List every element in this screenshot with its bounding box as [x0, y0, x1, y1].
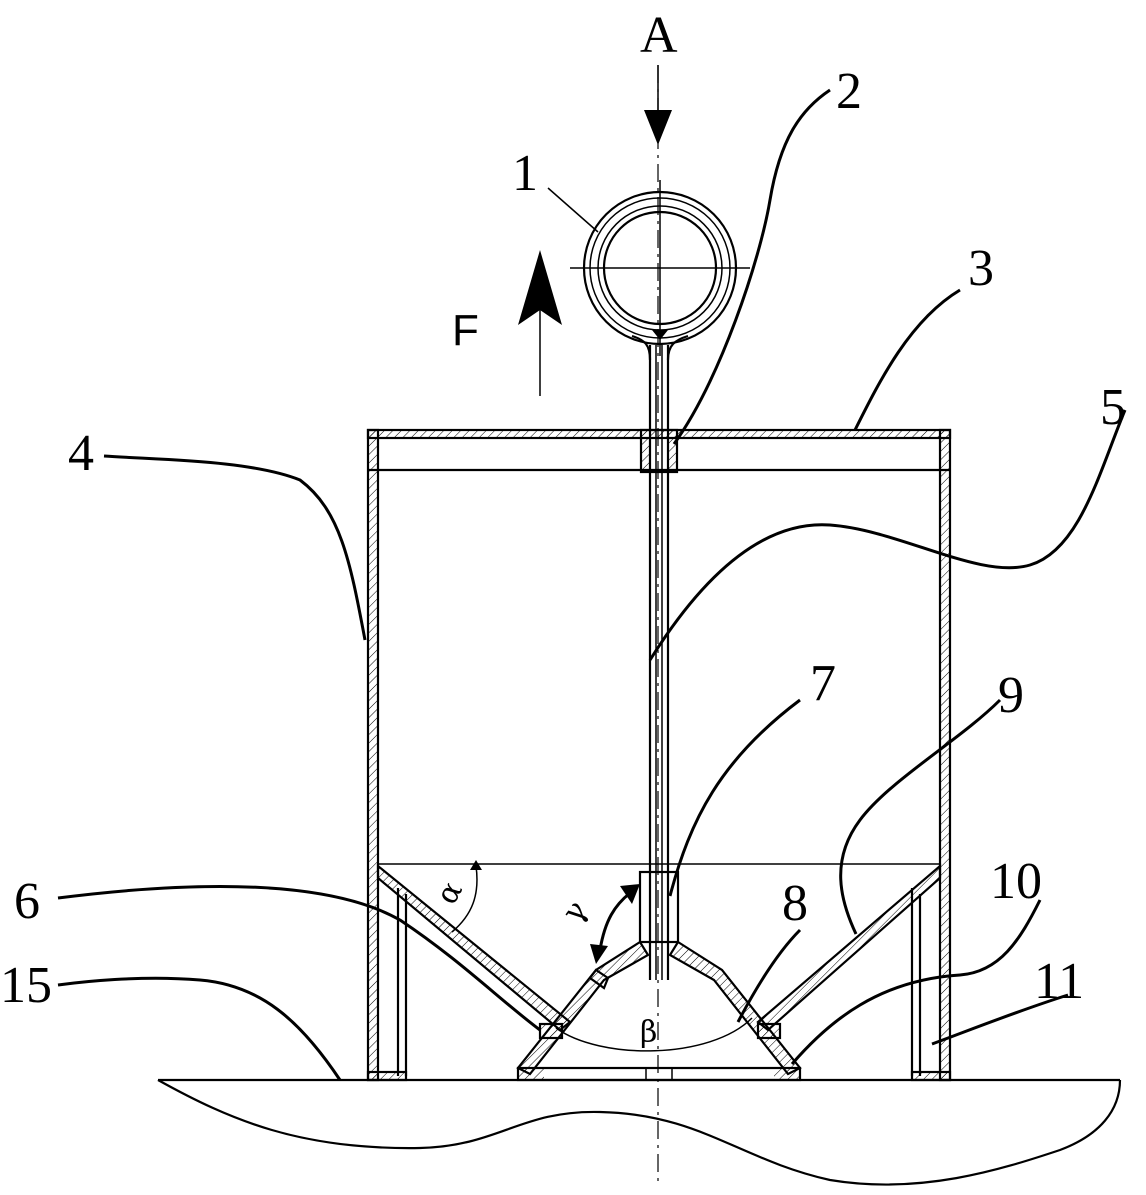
alpha-arrow — [470, 860, 482, 870]
label-part-4: 4 — [68, 425, 94, 482]
beta-arc — [555, 1017, 753, 1052]
label-part-11: 11 — [1034, 953, 1084, 1010]
label-part-6: 6 — [14, 873, 40, 930]
label-part-9: 9 — [998, 667, 1024, 724]
view-label-a: A — [640, 7, 678, 64]
label-part-2: 2 — [836, 63, 862, 120]
lifting-ring — [570, 180, 750, 356]
force-label: F — [452, 306, 479, 355]
label-part-7: 7 — [810, 655, 836, 712]
label-part-1: 1 — [512, 145, 538, 202]
angle-gamma-label: γ — [556, 894, 595, 929]
angle-beta-label: β — [640, 1015, 657, 1050]
label-part-8: 8 — [782, 875, 808, 932]
cylinder-top — [366, 428, 952, 474]
label-part-15: 15 — [0, 957, 52, 1014]
alpha-arc — [451, 865, 478, 933]
cone-valve — [516, 870, 802, 1082]
view-arrow-a — [644, 65, 672, 145]
force-arrow — [518, 250, 562, 396]
bottom-feet — [366, 1070, 952, 1082]
label-part-5: 5 — [1100, 379, 1126, 436]
gamma-arrow — [590, 884, 640, 964]
leader-lines — [57, 88, 1127, 1081]
cylinder-walls — [366, 428, 952, 1082]
angle-alpha-label: α — [430, 875, 470, 910]
label-part-10: 10 — [990, 853, 1042, 910]
label-part-3: 3 — [968, 240, 994, 297]
ground — [157, 1078, 1122, 1186]
